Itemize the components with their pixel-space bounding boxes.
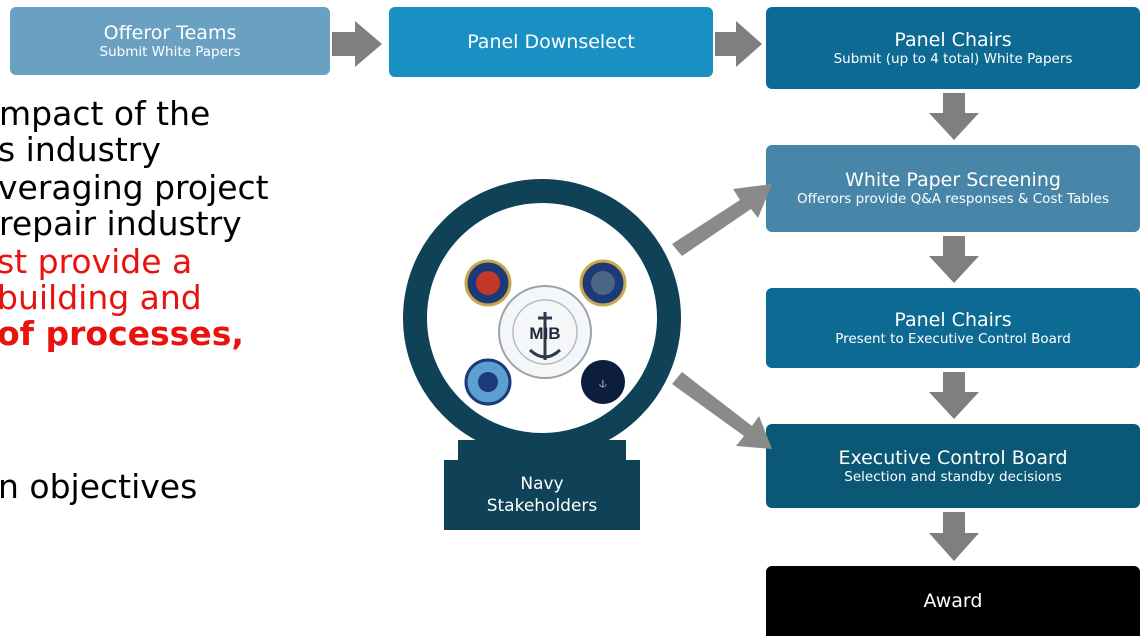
slide-text-line-4: repair industry [0, 204, 242, 243]
award-title: Award [923, 590, 983, 612]
panel-downselect-title: Panel Downselect [467, 31, 635, 53]
executive-control-board-subtitle: Selection and standby decisions [844, 468, 1062, 485]
arrow-down-icon [929, 93, 979, 140]
slide-text-line-7: of processes, [0, 314, 244, 353]
white-paper-screening-box: White Paper Screening Offerors provide Q… [766, 145, 1140, 232]
arrow-down-icon [929, 512, 979, 561]
slide-text-line-1: mpact of the [0, 94, 211, 133]
panel-chairs-submit-subtitle: Submit (up to 4 total) White Papers [833, 50, 1073, 67]
stakeholder-label-box [444, 460, 640, 530]
team-ships-seal-icon [581, 360, 625, 404]
arrow-down-icon [929, 236, 979, 283]
executive-control-board-box: Executive Control Board Selection and st… [766, 424, 1140, 508]
slide-text-line-8: n objectives [0, 467, 198, 506]
navy-stakeholders-text: Navy Stakeholders [486, 474, 598, 516]
feedback-arrow-up-icon [672, 184, 772, 256]
offeror-teams-subtitle: Submit White Papers [99, 43, 241, 60]
offeror-teams-box: Offeror Teams Submit White Papers [10, 7, 330, 75]
white-paper-screening-title: White Paper Screening [845, 169, 1061, 191]
panel-chairs-submit-box: Panel Chairs Submit (up to 4 total) Whit… [766, 7, 1140, 89]
panel-downselect-box: Panel Downselect [389, 7, 713, 77]
team-ships-logo-text: ⚓ [599, 379, 608, 388]
panel-chairs-present-box: Panel Chairs Present to Executive Contro… [766, 288, 1140, 368]
panel-chairs-submit-title: Panel Chairs [894, 28, 1012, 51]
arrow-down-icon [929, 372, 979, 419]
white-paper-screening-subtitle: Offerors provide Q&A responses & Cost Ta… [797, 191, 1109, 207]
award-box: Award [766, 566, 1140, 636]
slide-text-line-6: building and [0, 278, 202, 317]
navy-stakeholders-label: Navy Stakeholders [444, 462, 640, 528]
arrow-right-icon [715, 21, 762, 67]
executive-control-board-title: Executive Control Board [838, 446, 1068, 469]
panel-chairs-present-title: Panel Chairs [894, 308, 1012, 331]
slide-text-line-3: veraging project [0, 168, 269, 207]
offeror-teams-title: Offeror Teams [103, 21, 237, 44]
mib-logo-text: MIB [529, 324, 560, 343]
slide-text-line-2: s industry [0, 130, 161, 169]
feedback-arrow-down-icon [672, 372, 772, 449]
arrow-right-icon [332, 21, 382, 67]
slide-text-line-5: st provide a [0, 242, 193, 281]
panel-chairs-present-subtitle: Present to Executive Control Board [835, 330, 1071, 347]
